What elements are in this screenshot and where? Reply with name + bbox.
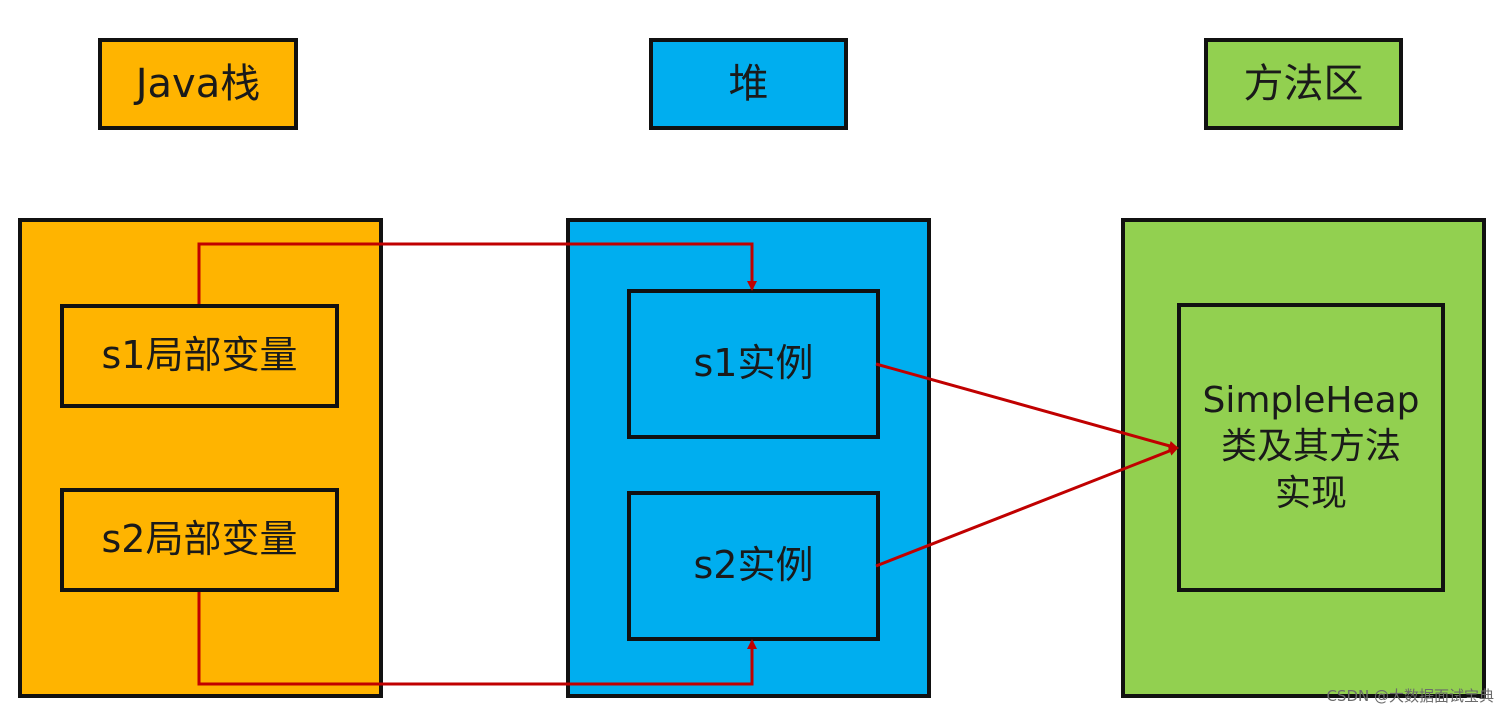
s1-instance: s1实例 — [627, 289, 880, 439]
class-line-3: 实现 — [1274, 472, 1347, 514]
simpleheap-class-box: SimpleHeap 类及其方法 实现 — [1177, 303, 1445, 592]
method-area-title: 方法区 — [1204, 38, 1403, 130]
java-stack-region — [18, 218, 383, 698]
java-stack-title: Java栈 — [98, 38, 298, 130]
class-line-1: SimpleHeap — [1202, 380, 1420, 422]
csdn-watermark: CSDN @大数据面试宝典 — [1326, 687, 1494, 705]
s1-local-variable: s1局部变量 — [60, 304, 339, 408]
s2-instance: s2实例 — [627, 491, 880, 641]
s2-local-variable: s2局部变量 — [60, 488, 339, 592]
heap-title: 堆 — [649, 38, 848, 130]
class-line-2: 类及其方法 — [1220, 426, 1401, 468]
